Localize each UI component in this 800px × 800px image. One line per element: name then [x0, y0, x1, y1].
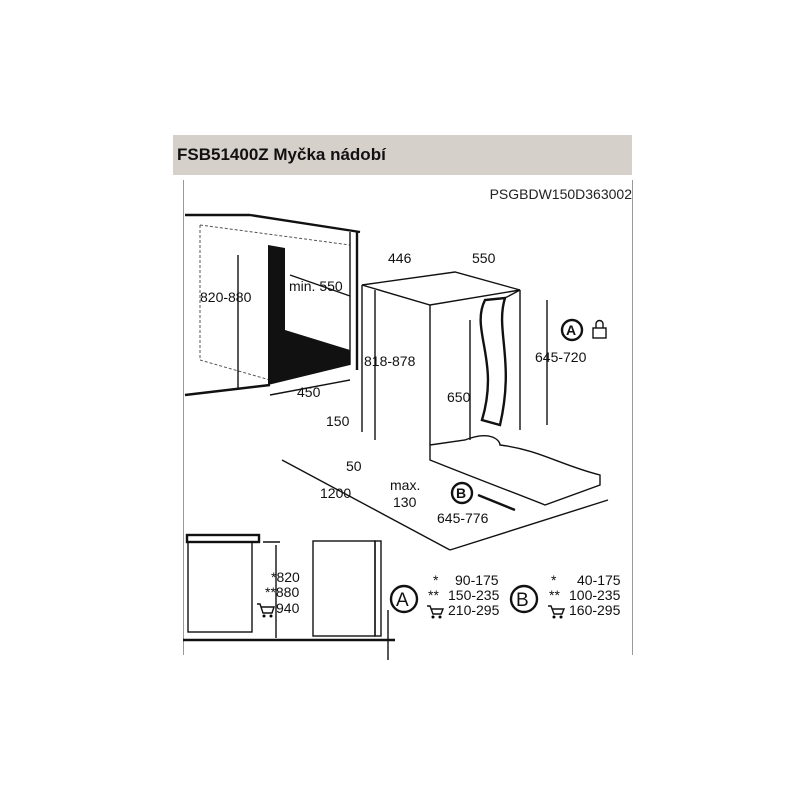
side-height-1: *820 [271, 569, 300, 585]
niche-height-label: 820-880 [200, 289, 252, 305]
svg-text:100-235: 100-235 [569, 587, 621, 603]
marker-b-top: B [450, 481, 474, 505]
page-title: FSB51400Z Myčka nádobí [177, 145, 386, 164]
cart-icon [257, 603, 275, 618]
lock-icon [592, 319, 607, 339]
door-b-range-label: 645-776 [437, 510, 489, 526]
svg-text:*: * [551, 572, 557, 588]
svg-text:90-175: 90-175 [455, 572, 499, 588]
dishwasher-drawing [281, 271, 609, 551]
svg-text:210-295: 210-295 [448, 602, 500, 618]
arrow-b [477, 493, 516, 512]
plinth-height-label: 150 [326, 413, 350, 429]
table-a: A * 90-175 ** 150-235 210-295 [389, 572, 500, 619]
cart-icon [548, 605, 566, 619]
title-bar: FSB51400Z Myčka nádobí [173, 135, 632, 175]
appliance-width-label: 446 [388, 250, 412, 266]
side-height-2: **880 [265, 584, 299, 600]
cart-icon [427, 605, 445, 619]
max-label: max. [390, 477, 420, 493]
diagram-frame [183, 180, 633, 655]
svg-text:**: ** [549, 587, 560, 603]
panel-height-label: 645-720 [535, 349, 587, 365]
plinth-depth-label: 50 [346, 458, 362, 474]
svg-text:B: B [516, 590, 529, 611]
door-clearance-label: 1200 [320, 485, 351, 501]
svg-text:150-235: 150-235 [448, 587, 500, 603]
marker-a-top: A [560, 318, 584, 342]
side-view-cabinet [183, 533, 395, 660]
svg-text:A: A [566, 322, 576, 338]
door-height-label: 650 [447, 389, 471, 405]
svg-text:160-295: 160-295 [569, 602, 621, 618]
niche-drawing [184, 213, 361, 397]
svg-text:**: ** [428, 587, 439, 603]
appliance-depth-label: 550 [472, 250, 496, 266]
min-depth-label: min. 550 [289, 278, 343, 294]
svg-text:40-175: 40-175 [577, 572, 621, 588]
model-code: PSGBDW150D363002 [489, 186, 632, 202]
side-height-3: 940 [276, 600, 300, 616]
svg-text:*: * [433, 572, 439, 588]
svg-text:B: B [456, 485, 466, 501]
table-b: B * 40-175 ** 100-235 160-295 [509, 572, 621, 619]
max-value: 130 [393, 494, 417, 510]
svg-text:A: A [396, 590, 409, 611]
appliance-height-label: 818-878 [364, 353, 416, 369]
niche-width-label: 450 [297, 384, 321, 400]
